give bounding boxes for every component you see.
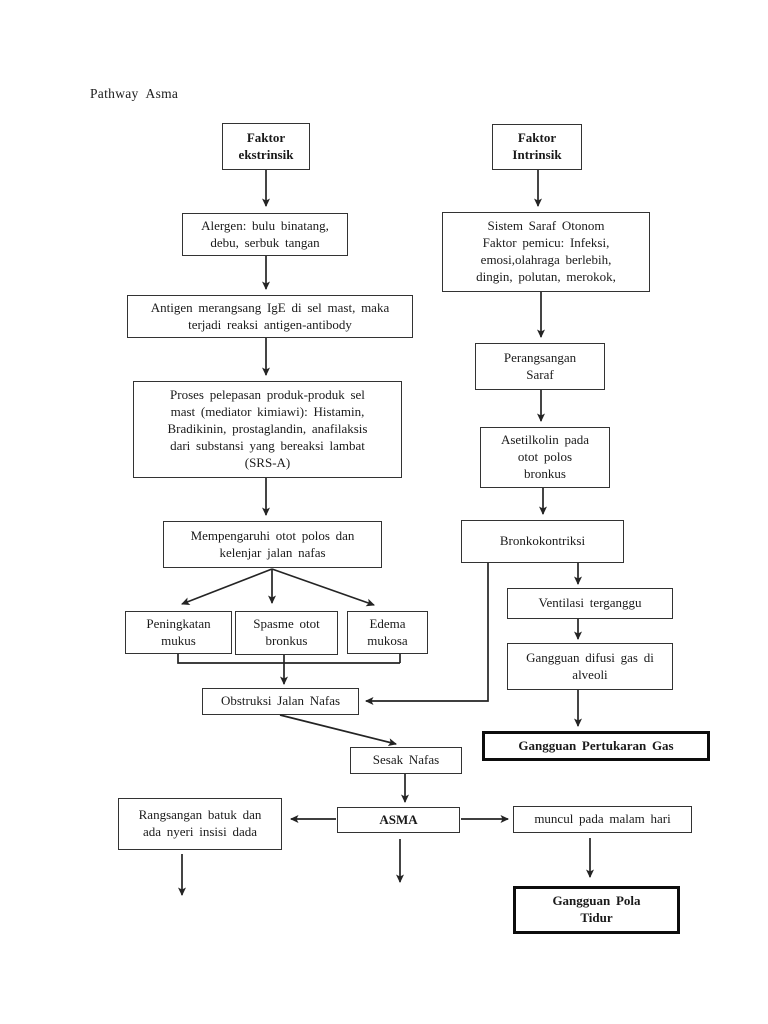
node-obstruksi-jalan-nafas: Obstruksi Jalan Nafas xyxy=(202,688,359,715)
node-muncul-pada-malam-hari: muncul pada malam hari xyxy=(513,806,692,833)
node-faktor-intrinsik-text: Faktor xyxy=(517,130,557,146)
node-spasme-otot-bronkus-text: Spasme otot xyxy=(253,616,320,632)
node-bronkokontriksi-text: Bronkokontriksi xyxy=(499,533,586,549)
node-peningkatan-mukus-text: Peningkatan xyxy=(146,615,211,631)
node-perangsangan-saraf-text: Saraf xyxy=(526,366,554,382)
node-antigen-merangsang-text: Antigen merangsang IgE di sel mast, maka xyxy=(150,299,390,315)
node-alergen: Alergen: bulu binatang,debu, serbuk tang… xyxy=(182,213,348,256)
node-bronkokontriksi: Bronkokontriksi xyxy=(461,520,624,563)
node-proses-pelepasan-text: dari substansi yang bereaksi lambat xyxy=(170,437,365,453)
node-sesak-nafas: Sesak Nafas xyxy=(350,747,462,774)
node-asma-text: ASMA xyxy=(379,811,418,827)
node-gangguan-pertukaran-gas: Gangguan Pertukaran Gas xyxy=(482,731,710,761)
node-rangsangan-batuk-text: ada nyeri insisi dada xyxy=(143,824,257,839)
node-gangguan-difusi-gas-text: alveoli xyxy=(572,666,608,682)
node-sistem-saraf-otonom-text: Sistem Saraf Otonom xyxy=(487,218,605,234)
node-sistem-saraf-otonom-text: Faktor pemicu: Infeksi, xyxy=(482,235,610,251)
node-spasme-otot-bronkus-text: bronkus xyxy=(265,633,308,648)
node-asetilkolin-text: bronkus xyxy=(524,465,566,481)
node-faktor-intrinsik-text: Intrinsik xyxy=(512,147,562,162)
node-asetilkolin-text: otot polos xyxy=(517,449,573,465)
node-sistem-saraf-otonom-text: emosi,olahraga berlebih, xyxy=(480,252,612,267)
node-gangguan-pola-tidur-text: Gangguan Pola xyxy=(552,893,641,909)
node-obstruksi-jalan-nafas-text: Obstruksi Jalan Nafas xyxy=(220,693,341,709)
node-perangsangan-saraf-text: Perangsangan xyxy=(503,349,577,365)
node-alergen-text: debu, serbuk tangan xyxy=(210,234,320,250)
node-peningkatan-mukus-text: mukus xyxy=(161,632,196,648)
node-mempengaruhi-otot-polos-text: Mempengaruhi otot polos dan xyxy=(190,527,355,543)
node-rangsangan-batuk-text: Rangsangan batuk dan xyxy=(138,807,262,823)
page-title: Pathway Asma xyxy=(90,86,179,101)
node-ventilasi-terganggu: Ventilasi terganggu xyxy=(507,588,673,619)
node-muncul-pada-malam-hari-text: muncul pada malam hari xyxy=(534,811,671,827)
node-edema-mukosa-text: Edema xyxy=(369,615,406,631)
node-gangguan-difusi-gas-text: Gangguan difusi gas di xyxy=(526,649,654,665)
node-proses-pelepasan-text: mast (mediator kimiawi): Histamin, xyxy=(170,404,365,420)
node-antigen-merangsang: Antigen merangsang IgE di sel mast, maka… xyxy=(127,295,413,338)
node-proses-pelepasan-text: (SRS-A) xyxy=(244,454,291,470)
node-gangguan-pertukaran-gas-text: Gangguan Pertukaran Gas xyxy=(518,737,674,753)
node-asma: ASMA xyxy=(337,807,460,833)
node-sesak-nafas-text: Sesak Nafas xyxy=(372,752,440,768)
node-edema-mukosa-text: mukosa xyxy=(367,632,408,648)
node-faktor-ekstrinsik-text: Faktor xyxy=(246,129,286,145)
node-mempengaruhi-otot-polos-text: kelenjar jalan nafas xyxy=(219,544,326,560)
node-antigen-merangsang-text: terjadi reaksi antigen-antibody xyxy=(188,316,352,332)
node-asetilkolin-text: Asetilkolin pada xyxy=(500,432,590,448)
node-ventilasi-terganggu-text: Ventilasi terganggu xyxy=(538,595,642,611)
node-alergen-text: Alergen: bulu binatang, xyxy=(201,217,329,233)
node-gangguan-pola-tidur-text: Tidur xyxy=(580,910,613,925)
node-proses-pelepasan-text: Bradikinin, prostaglandin, anafilaksis xyxy=(167,421,368,437)
node-faktor-ekstrinsik-text: ekstrinsik xyxy=(238,146,294,162)
node-proses-pelepasan-text: Proses pelepasan produk-produk sel xyxy=(170,387,365,403)
node-sistem-saraf-otonom-text: dingin, polutan, merokok, xyxy=(476,268,616,284)
